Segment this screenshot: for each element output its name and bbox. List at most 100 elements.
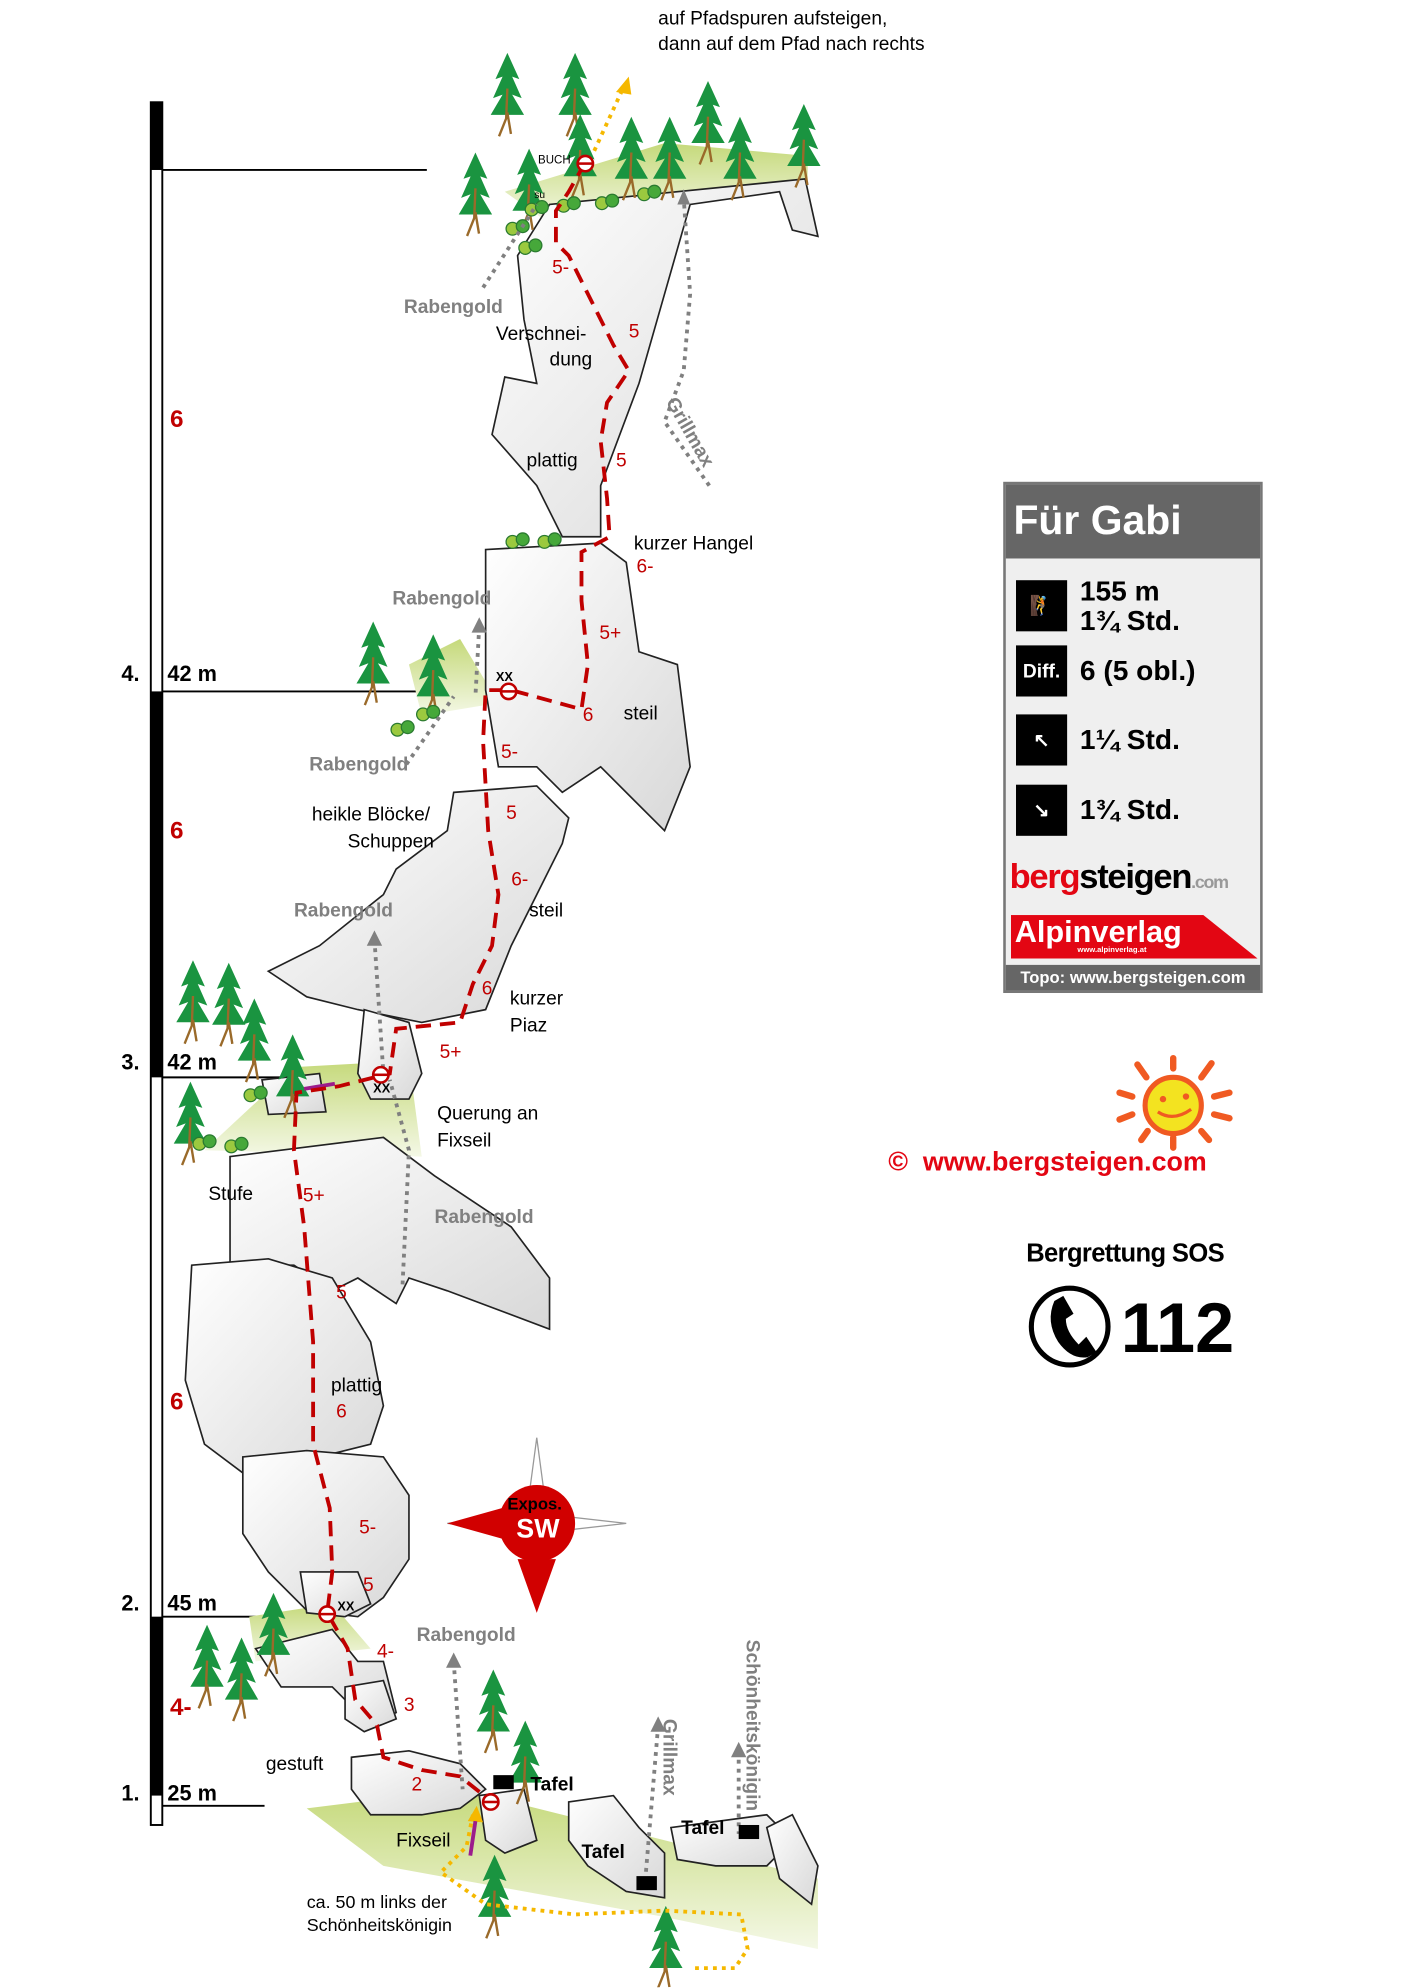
- summit-book-label: BUCH: [538, 153, 571, 167]
- neighbor-route-label: Rabengold: [416, 1624, 516, 1647]
- exit-note-line2: dann auf dem Pfad nach rechts: [658, 33, 925, 55]
- sun-logo: [1116, 1054, 1233, 1151]
- grade-label: 5: [628, 320, 640, 343]
- pitch-length: 25 m: [167, 1781, 217, 1806]
- grade-label: 5: [615, 449, 627, 472]
- pitch-number: 2.: [121, 1591, 140, 1616]
- grade-label: 6-: [636, 555, 654, 578]
- feature-label: Stufe: [208, 1183, 254, 1206]
- grade-label: 5: [362, 1574, 374, 1597]
- pitch-length: 45 m: [167, 1591, 217, 1616]
- neighbor-route-label: Rabengold: [403, 296, 503, 319]
- feature-label: gestuft: [265, 1753, 324, 1776]
- grade-label: 6: [582, 704, 594, 726]
- anchor-label: XX: [337, 1600, 355, 1615]
- grade-label: 6: [481, 977, 493, 1000]
- feature-label: dung: [549, 348, 593, 371]
- copyright-symbol: ©: [888, 1147, 908, 1178]
- feature-label: Querung an: [437, 1102, 539, 1125]
- feature-label: steil: [623, 702, 658, 725]
- bergsteigen-logo: bergsteigen.com: [1009, 857, 1229, 898]
- logo-text: Alpinverlag: [1014, 915, 1182, 950]
- grade-label: 5-: [500, 741, 519, 763]
- logo-url: www.alpinverlag.at: [1077, 946, 1147, 955]
- feature-label: Piaz: [509, 1014, 548, 1037]
- logo-part: berg: [1009, 857, 1081, 896]
- sign-label: Tafel: [581, 1841, 625, 1864]
- feature-label: steil: [529, 899, 564, 922]
- compass-direction: SW: [516, 1514, 560, 1544]
- feature-label: plattig: [331, 1375, 383, 1397]
- neighbor-arrowheads: [366, 189, 747, 1758]
- logo-part: .com: [1191, 871, 1229, 893]
- logo-part: steigen: [1079, 857, 1192, 896]
- feature-label: Fixseil: [437, 1129, 492, 1152]
- emergency-label: Bergrettung SOS: [1026, 1239, 1225, 1268]
- descent-icon: ↘: [1016, 784, 1068, 836]
- pitch-grade: 6: [169, 817, 184, 845]
- pitch-number: 4.: [121, 662, 140, 687]
- feature-label: kurzer: [509, 987, 564, 1010]
- fixed-rope: [303, 1081, 336, 1091]
- copyright-url[interactable]: www.bergsteigen.com: [922, 1147, 1207, 1178]
- climber-icon: 🧗: [1016, 580, 1068, 632]
- sign-label: Tafel: [530, 1773, 574, 1796]
- neighbor-route-label: Grillmax: [658, 1718, 680, 1796]
- approach-path: [437, 86, 750, 1971]
- grade-label: 5+: [302, 1184, 325, 1207]
- neighbor-route-label: Rabengold: [392, 587, 492, 610]
- sign-label: Tafel: [681, 1817, 725, 1840]
- grade-label: 5-: [359, 1516, 377, 1539]
- sign-boards: [493, 1775, 760, 1891]
- feature-label: Schuppen: [347, 830, 434, 853]
- pitch-grade: 6: [169, 1389, 184, 1417]
- feature-label: Verschnei-: [495, 323, 587, 346]
- pitch-number: 3.: [121, 1050, 140, 1075]
- pitch-number: 1.: [121, 1781, 140, 1806]
- anchor-label: XX: [373, 1082, 391, 1097]
- pitch-length: 42 m: [167, 1050, 217, 1075]
- grade-label: 3: [403, 1694, 415, 1717]
- compass-label: Expos.: [507, 1493, 562, 1514]
- feature-label: plattig: [526, 449, 578, 472]
- rock-formations: [184, 178, 820, 1906]
- neighbor-route-label: Rabengold: [434, 1206, 534, 1229]
- approach-time: 1¼ Std.: [1079, 723, 1180, 756]
- grade-label: 5+: [439, 1041, 462, 1064]
- topo-credit: Topo: www.bergsteigen.com: [1005, 964, 1261, 991]
- neighbor-route-label: Rabengold: [293, 899, 393, 922]
- pitch-grade: 6: [169, 406, 184, 434]
- neighbor-routes: [372, 197, 741, 1879]
- descent-time: 1¾ Std.: [1079, 794, 1180, 827]
- alpinverlag-logo: Alpinverlag www.alpinverlag.at: [1010, 915, 1258, 959]
- exit-note-line1: auf Pfadspuren aufsteigen,: [658, 7, 888, 30]
- phone-icon: [1028, 1285, 1111, 1368]
- pitch-grade: 4-: [169, 1694, 192, 1722]
- anchor-label: XX: [495, 670, 513, 686]
- neighbor-route-label: Rabengold: [309, 754, 409, 776]
- grade-label: 5: [506, 802, 517, 825]
- grade-label: 2: [411, 1773, 423, 1796]
- emergency-number: 112: [1120, 1288, 1235, 1368]
- grade-label: 6: [336, 1400, 347, 1423]
- grade-label: 5: [336, 1281, 347, 1304]
- route-title: Für Gabi: [1005, 484, 1261, 559]
- grade-label: 6-: [511, 869, 529, 891]
- feature-label: Fixseil: [396, 1830, 451, 1852]
- climb-time: 1¾ Std.: [1079, 604, 1180, 637]
- sling-label: su: [534, 189, 546, 201]
- difficulty-value: 6 (5 obl.): [1079, 654, 1196, 687]
- fixed-rope-start: [468, 1820, 478, 1856]
- difficulty-badge: Diff.: [1016, 645, 1068, 697]
- feature-label: kurzer Hangel: [633, 532, 754, 555]
- compass: [447, 1437, 627, 1613]
- grade-label: 4-: [377, 1640, 395, 1663]
- grade-label: 5+: [599, 622, 622, 645]
- route-length: 155 m: [1079, 575, 1160, 608]
- copyright-notice: © www.bergsteigen.com: [888, 1148, 1207, 1179]
- start-note: ca. 50 m links der: [306, 1891, 447, 1912]
- feature-label: heikle Blöcke/: [311, 803, 431, 826]
